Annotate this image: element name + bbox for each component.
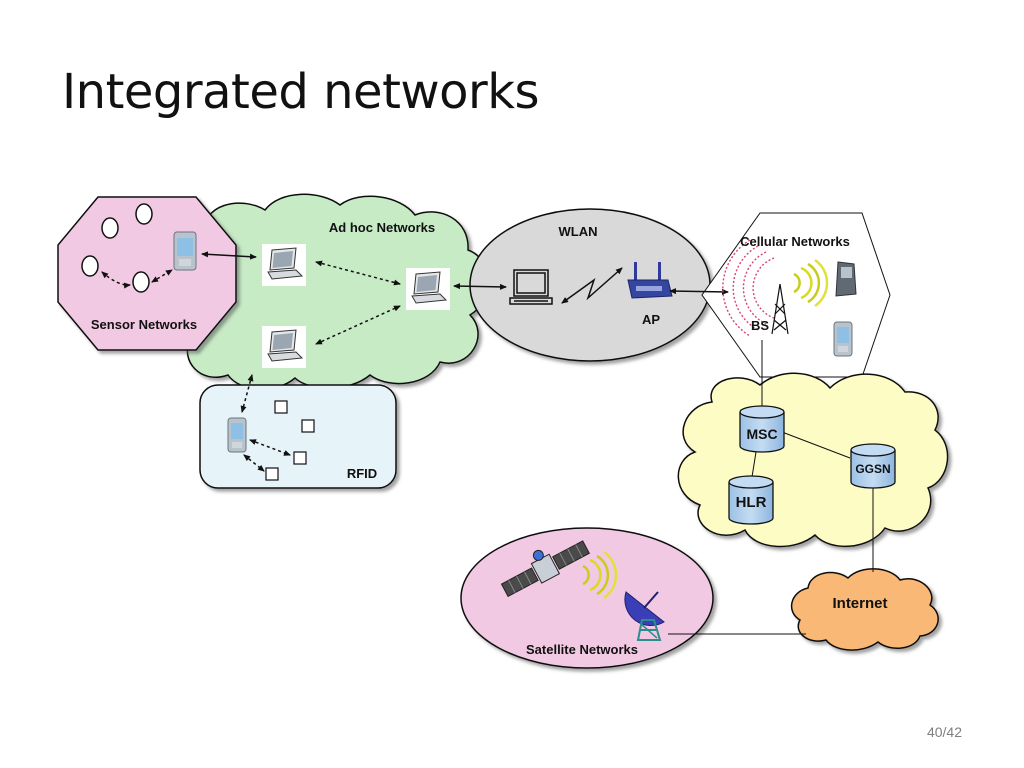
page-number: 40/42: [926, 724, 962, 740]
signal-waves-icon: [793, 258, 829, 308]
rfid-label: RFID: [347, 466, 377, 481]
dashed-arrow: [240, 374, 254, 413]
core-connection-lines: [668, 340, 874, 635]
sensor-node: [132, 271, 150, 293]
dashed-arrow: [101, 271, 131, 289]
internet-label: Internet: [832, 595, 887, 612]
dashed-arrow: [151, 269, 173, 283]
sensor-node: [81, 255, 99, 277]
signal-waves-icon: [582, 550, 618, 600]
wireless-link-arrow: [561, 267, 623, 304]
bs-label: BS: [751, 318, 769, 333]
wlan-laptop-icon: [509, 269, 553, 305]
core-network-cloud: [677, 372, 949, 548]
wlan-label: WLAN: [559, 224, 598, 239]
rfid-tag: [265, 467, 279, 481]
laptop-icon: [262, 326, 306, 368]
dashed-arrow: [249, 439, 291, 456]
radio-waves-icon: [722, 239, 775, 337]
rfid-tags: [265, 400, 315, 481]
ggsn-database: [850, 443, 896, 489]
cellular-networks-label: Cellular Networks: [740, 234, 850, 249]
satellite-icon: [500, 540, 590, 598]
sensor-node: [101, 217, 119, 239]
bs-tower-icon: [771, 283, 789, 335]
rfid-tag: [274, 400, 288, 414]
internet-cloud: [790, 568, 939, 651]
hlr-label: HLR: [736, 494, 767, 511]
laptop-icon: [262, 244, 306, 286]
rfid-tag: [301, 419, 315, 433]
pda-icon: [173, 231, 197, 271]
rfid-tag: [293, 451, 307, 465]
solid-arrow: [669, 288, 729, 295]
dashed-arrow: [315, 260, 401, 286]
satellite-networks-ellipse: [460, 527, 714, 669]
sensor-nodes: [81, 203, 153, 293]
ap-label: AP: [642, 312, 660, 327]
msc-to-hlr-line: [751, 451, 757, 478]
ggsn-label: GGSN: [855, 462, 890, 476]
msc-label: MSC: [746, 426, 777, 442]
satellite-networks-label: Satellite Networks: [526, 642, 638, 657]
sensor-node: [135, 203, 153, 225]
solid-arrow: [201, 251, 257, 260]
mobile-phone-icon: [835, 261, 857, 297]
msc-database: [739, 405, 785, 453]
adhoc-networks-label: Ad hoc Networks: [329, 220, 435, 235]
dashed-arrow: [243, 454, 265, 472]
laptop-icon: [406, 268, 450, 310]
slide-title: Integrated networks: [62, 64, 540, 120]
hlr-database: [728, 475, 774, 525]
access-point-icon: [627, 262, 673, 299]
solid-arrow: [453, 283, 507, 290]
pda-icon: [227, 417, 247, 453]
satellite-dish-icon: [624, 591, 665, 641]
pda-icon: [833, 321, 853, 357]
msc-to-ggsn-line: [781, 431, 851, 459]
sensor-networks-label: Sensor Networks: [91, 317, 197, 332]
